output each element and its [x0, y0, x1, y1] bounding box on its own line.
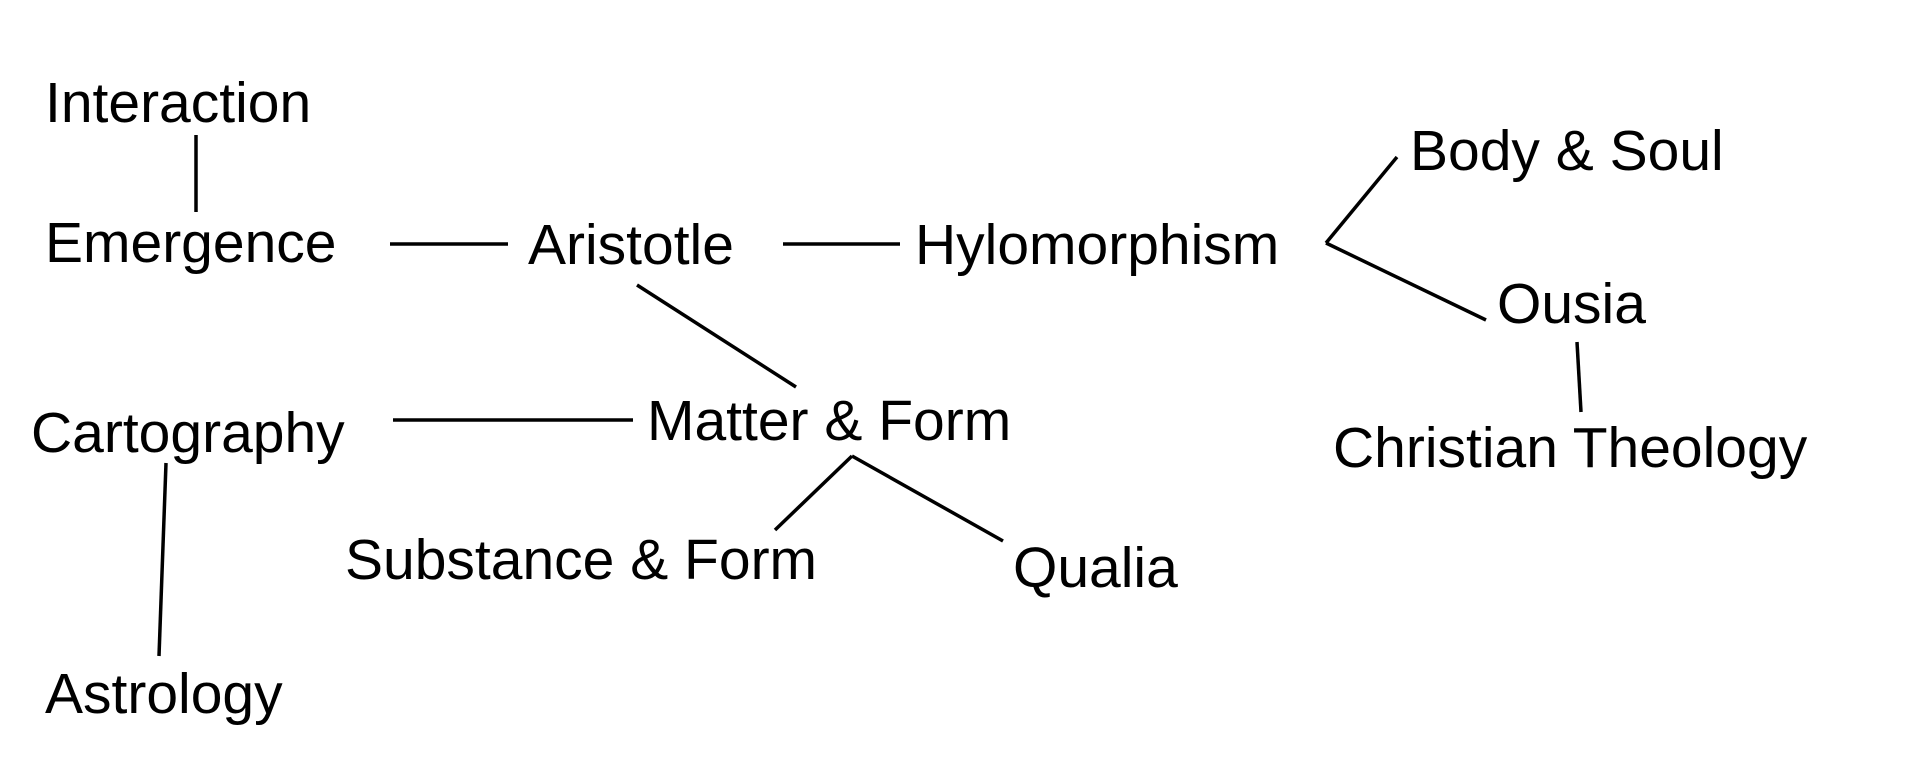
node-qualia: Qualia: [1013, 536, 1178, 600]
edges: [157, 135, 1583, 657]
node-christian-theology: Christian Theology: [1333, 416, 1808, 480]
node-interaction: Interaction: [45, 71, 311, 135]
node-body-soul: Body & Soul: [1410, 119, 1724, 183]
edge-cartography-astrology: [157, 462, 168, 657]
node-substance-form: Substance & Form: [345, 528, 817, 592]
node-hylomorphism: Hylomorphism: [915, 213, 1279, 277]
nodes: Interaction Emergence Aristotle Hylomorp…: [31, 71, 1808, 726]
node-ousia: Ousia: [1497, 272, 1646, 336]
edge-ousia-christian-theology: [1575, 341, 1583, 413]
node-emergence: Emergence: [45, 211, 337, 275]
node-cartography: Cartography: [31, 401, 345, 465]
edge-hylomorphism-ousia: [1325, 241, 1487, 322]
edge-hylomorphism-body-soul: [1324, 155, 1399, 245]
edge-matter-form-substance-form: [773, 454, 854, 532]
edge-matter-form-qualia: [851, 454, 1004, 543]
node-aristotle: Aristotle: [528, 213, 734, 277]
node-matter-form: Matter & Form: [647, 389, 1011, 453]
edge-aristotle-matter-form: [636, 283, 797, 389]
node-astrology: Astrology: [45, 662, 283, 726]
